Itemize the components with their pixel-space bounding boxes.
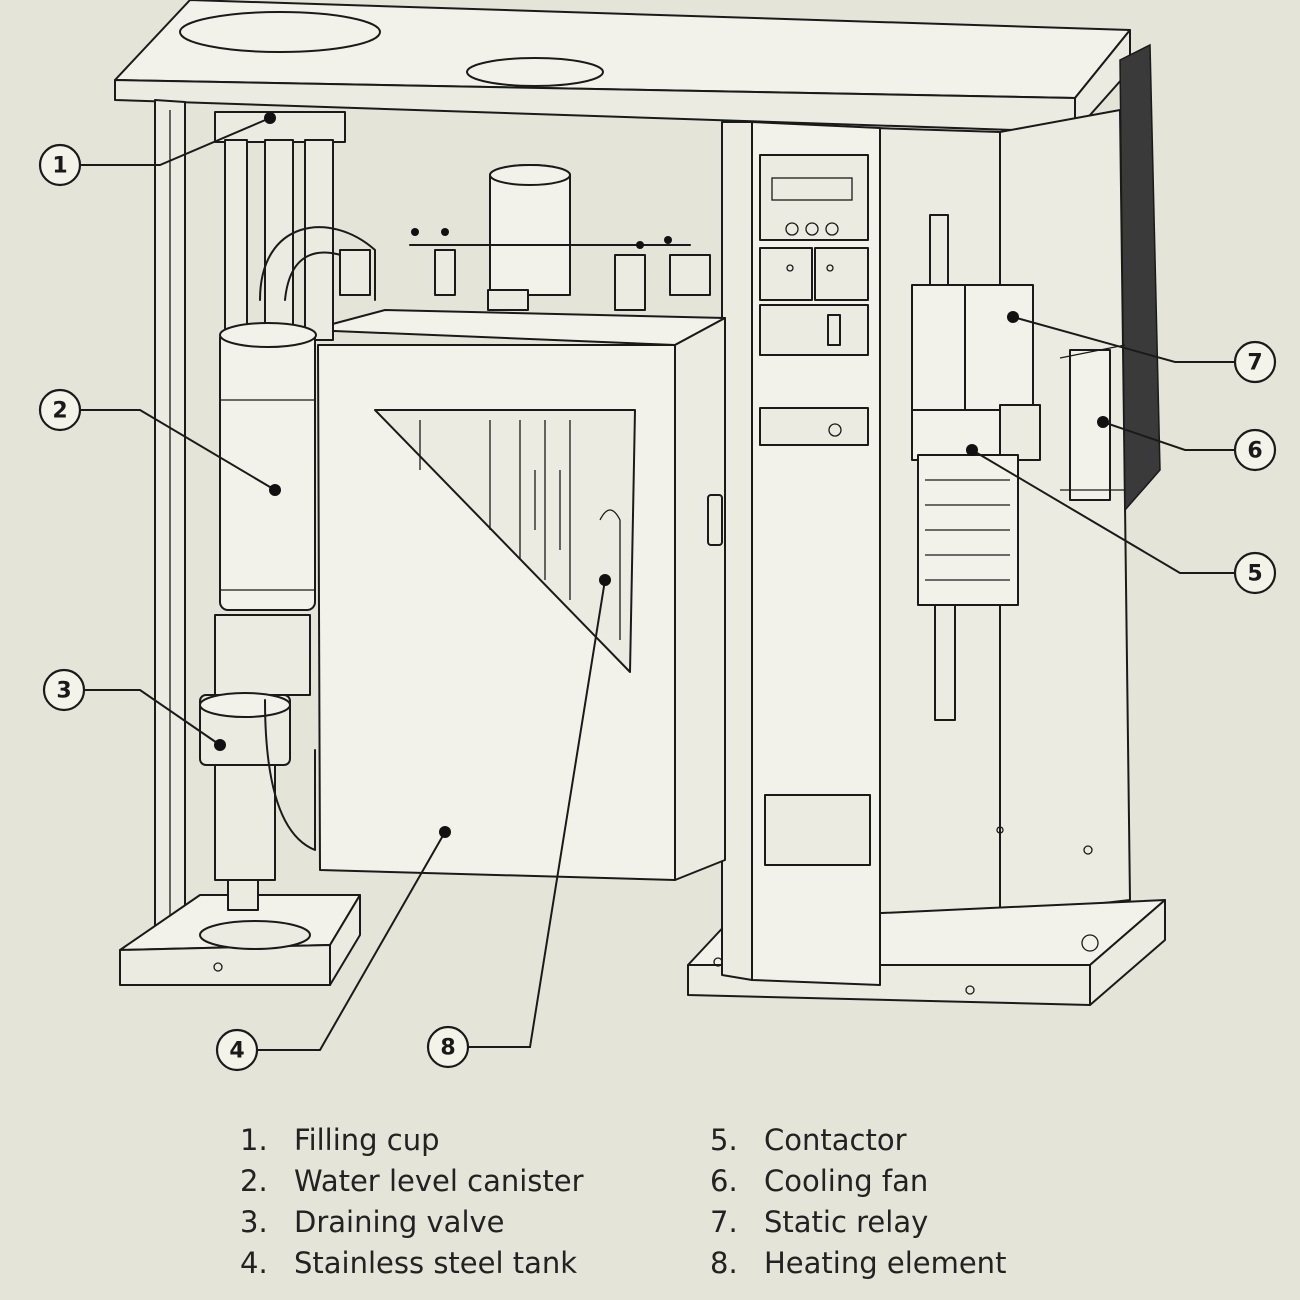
svg-text:3: 3 — [56, 679, 71, 704]
svg-text:6: 6 — [1247, 439, 1262, 464]
leader-lines — [80, 117, 1235, 1051]
control-column — [721, 121, 881, 986]
humidifier-diagram: 1 2 3 4 5 6 7 8 — [38, 0, 1277, 1072]
svg-text:2: 2 — [52, 399, 67, 424]
legend-text: Cooling fan — [764, 1164, 929, 1198]
callout-6: 6 — [1233, 428, 1277, 472]
legend-item-7: 7. Static relay — [710, 1202, 1006, 1243]
cooling-grille — [1119, 43, 1161, 512]
legend-text: Stainless steel tank — [294, 1246, 578, 1280]
svg-text:8: 8 — [440, 1036, 455, 1061]
legend-text: Static relay — [764, 1205, 929, 1239]
legend-text: Draining valve — [294, 1205, 505, 1239]
legend-item-1: 1. Filling cup — [240, 1120, 584, 1161]
legend-number: 4. — [240, 1246, 268, 1280]
svg-text:1: 1 — [52, 154, 67, 179]
svg-text:7: 7 — [1247, 351, 1262, 376]
legend-item-8: 8. Heating element — [710, 1243, 1006, 1284]
legend-number: 3. — [240, 1205, 268, 1239]
legend-text: Contactor — [764, 1123, 907, 1157]
legend-number: 7. — [710, 1205, 738, 1239]
callout-3: 3 — [42, 668, 86, 712]
top-opening-left — [179, 11, 381, 53]
legend-item-4: 4. Stainless steel tank — [240, 1243, 584, 1284]
callout-4: 4 — [215, 1028, 259, 1072]
legend-number: 6. — [710, 1164, 738, 1198]
callout-8: 8 — [426, 1025, 470, 1069]
legend-left: 1. Filling cup 2. Water level canister 3… — [240, 1120, 584, 1284]
pointer-dots — [214, 112, 1109, 838]
left-frame — [154, 99, 186, 931]
legend-number: 1. — [240, 1123, 268, 1157]
callout-2: 2 — [38, 388, 82, 432]
legend-text: Water level canister — [294, 1164, 584, 1198]
svg-text:4: 4 — [229, 1039, 244, 1064]
callout-7: 7 — [1233, 340, 1277, 384]
callout-1: 1 — [38, 143, 82, 187]
svg-text:5: 5 — [1247, 562, 1262, 587]
callout-5: 5 — [1233, 551, 1277, 595]
base-left — [119, 894, 361, 986]
legend-item-5: 5. Contactor — [710, 1120, 1006, 1161]
draining-valve — [199, 614, 316, 911]
top-opening-center — [466, 57, 604, 87]
legend-number: 2. — [240, 1164, 268, 1198]
legend-item-6: 6. Cooling fan — [710, 1161, 1006, 1202]
legend-right: 5. Contactor 6. Cooling fan 7. Static re… — [710, 1120, 1006, 1284]
legend-item-3: 3. Draining valve — [240, 1202, 584, 1243]
top-plate — [114, 0, 1131, 133]
legend-text: Filling cup — [294, 1123, 440, 1157]
water-level-canister — [214, 111, 376, 611]
legend-item-2: 2. Water level canister — [240, 1161, 584, 1202]
top-components — [409, 164, 711, 311]
legend-number: 5. — [710, 1123, 738, 1157]
stainless-steel-tank — [309, 309, 726, 881]
legend-number: 8. — [710, 1246, 738, 1280]
contactor-assembly — [911, 214, 1041, 721]
legend-text: Heating element — [764, 1246, 1007, 1280]
